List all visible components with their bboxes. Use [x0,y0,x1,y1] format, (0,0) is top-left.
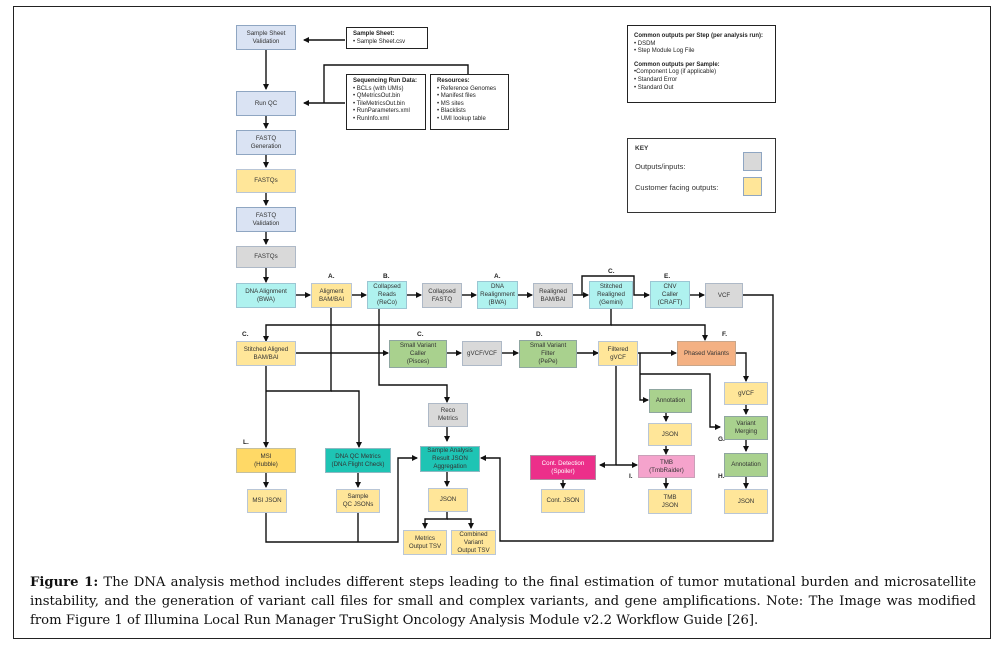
box-run-qc: Run QC [236,91,296,116]
box-fastq-validation: FASTQ Validation [236,207,296,232]
box-sample-qc-jsons: Sample QC JSONs [336,489,380,513]
box-cont-json: Cont. JSON [541,489,585,513]
info-seq-item: • RunInfo.xml [353,115,389,122]
box-small-variant-filter: Small Variant Filter (PePe) [519,340,577,368]
info-sample-sheet-title: Sample Sheet: [353,31,395,37]
box-dna-realignment: DNA Realignment (BWA) [477,281,518,309]
box-annotation: Annotation [649,389,692,413]
step-label-h: H. [718,473,725,480]
figure-caption: Figure 1: The DNA analysis method includ… [30,573,976,630]
box-tmb: TMB (TmbRaider) [638,455,695,478]
figure-frame [13,6,991,639]
key-customer-facing-label: Customer facing outputs: [635,183,719,192]
box-reco-metrics: Reco Metrics [428,403,468,427]
box-cnv-caller: CNV Caller (CRAFT) [650,281,690,309]
box-phased-variants: Phased Variants [677,341,736,366]
box-json-annotation: JSON [648,423,692,446]
box-fastq-generation: FASTQ Generation [236,130,296,155]
box-cont-detection: Cont. Detection (Spoiler) [530,455,596,480]
step-label-a2: A. [494,273,501,280]
box-msi: MSI (Hubble) [236,448,296,473]
common-outputs-sample-title: Common outputs per Sample: [634,61,720,68]
info-seq-item: • TileMetricsOut.bin [353,100,405,107]
step-label-i: I. [629,473,633,480]
box-sample-analysis-aggregation: Sample Analysis Result JSON Aggregation [420,446,480,472]
line-resources-runqc [323,64,469,103]
box-dna-qc-metrics: DNA QC Metrics (DNA Flight Check) [325,448,391,473]
key-outputs-inputs-label: Outputs/inputs: [635,162,686,171]
info-seq-item: • BCLs (with UMIs) [353,85,404,92]
caption-label: Figure 1: [30,575,99,590]
box-collapsed-reads: Collapsed Reads (ReCo) [367,281,407,309]
info-seq-item: • QMetricsOut.bin [353,93,401,100]
caption-text: The DNA analysis method includes differe… [30,575,977,628]
common-outputs-step-item: • Step Module Log File [634,48,695,55]
box-json-final: JSON [724,489,768,514]
step-label-b: B. [383,273,390,280]
box-dna-alignment: DNA Alignment (BWA) [236,283,296,308]
info-resources-item: • MS sites [437,100,464,107]
box-sample-sheet-validation: Sample Sheet Validation [236,25,296,50]
box-gvcf: gVCF [724,382,768,405]
box-fastqs-intermediate: FASTQs [236,246,296,268]
box-collapsed-fastq: Collapsed FASTQ [422,283,462,308]
common-outputs-sample-item: • Standard Out [634,84,674,91]
step-label-d: D. [536,331,543,338]
box-fastqs-customer: FASTQs [236,169,296,193]
common-outputs-step-title: Common outputs per Step (per analysis ru… [634,33,764,39]
box-vcf: VCF [705,283,743,308]
step-label-c-mid: C. [417,331,424,338]
box-msi-json: MSI JSON [247,489,287,513]
box-combined-variant-tsv: Combined Variant Output TSV [451,530,496,555]
step-label-l: L. [243,439,249,446]
info-seq-item: • RunParameters.xml [353,108,410,115]
key-title: KEY [635,145,649,152]
step-label-g: G. [718,436,725,443]
box-gvcf-vcf: gVCF/VCF [462,341,502,366]
step-label-c-top: C. [608,268,615,275]
step-label-f: F. [722,331,728,338]
box-annotation-h: Annotation [724,453,768,477]
info-resources-title: Resources: [437,78,470,84]
step-label-e: E. [664,273,671,280]
common-outputs-step-item: • DSDM [634,40,656,47]
box-stitched-aligned-bam: Stitched Aligned BAM/BAI [236,341,296,366]
key-swatch-outputs-inputs [743,152,762,171]
info-resources-item: • UMI lookup table [437,115,486,122]
line-realigned-to-cnv [581,275,650,298]
info-resources-item: • Blacklists [437,108,466,115]
step-label-c-left: C. [242,331,249,338]
box-variant-merging: Variant Merging [724,416,768,440]
box-stitched-realigned: Stitched Realigned (Gemini) [589,281,633,309]
box-small-variant-caller: Small Variant Caller (Pisces) [389,340,447,368]
info-resources-item: • Manifest files [437,93,476,100]
common-outputs-sample-item: •Component Log (if applicable) [634,69,717,76]
box-realigned-bam: Realigned BAM/BAI [533,283,573,308]
common-outputs-sample-item: • Standard Error [634,76,678,83]
info-common-outputs: Common outputs per Step (per analysis ru… [627,25,776,103]
box-filtered-gvcf: Filtered gVCF [598,341,638,366]
info-seq-title: Sequencing Run Data: [353,78,418,84]
legend-key: KEY Outputs/inputs: Customer facing outp… [627,138,776,213]
box-metrics-output-tsv: Metrics Output TSV [403,530,447,555]
info-resources-item: • Reference Genomes [437,85,497,92]
box-tmb-json: TMB JSON [648,489,692,514]
step-label-a: A. [328,273,335,280]
info-sample-sheet: Sample Sheet: • Sample Sheet.csv [346,27,428,49]
box-json-aggregation: JSON [428,488,468,512]
box-alignment-bam: Aligment BAM/BAI [311,283,352,308]
key-swatch-customer-facing [743,177,762,196]
info-sample-sheet-item: • Sample Sheet.csv [353,38,406,45]
info-resources: Resources: • Reference Genomes • Manifes… [430,74,509,130]
info-sequencing-run-data: Sequencing Run Data: • BCLs (with UMIs) … [346,74,426,130]
